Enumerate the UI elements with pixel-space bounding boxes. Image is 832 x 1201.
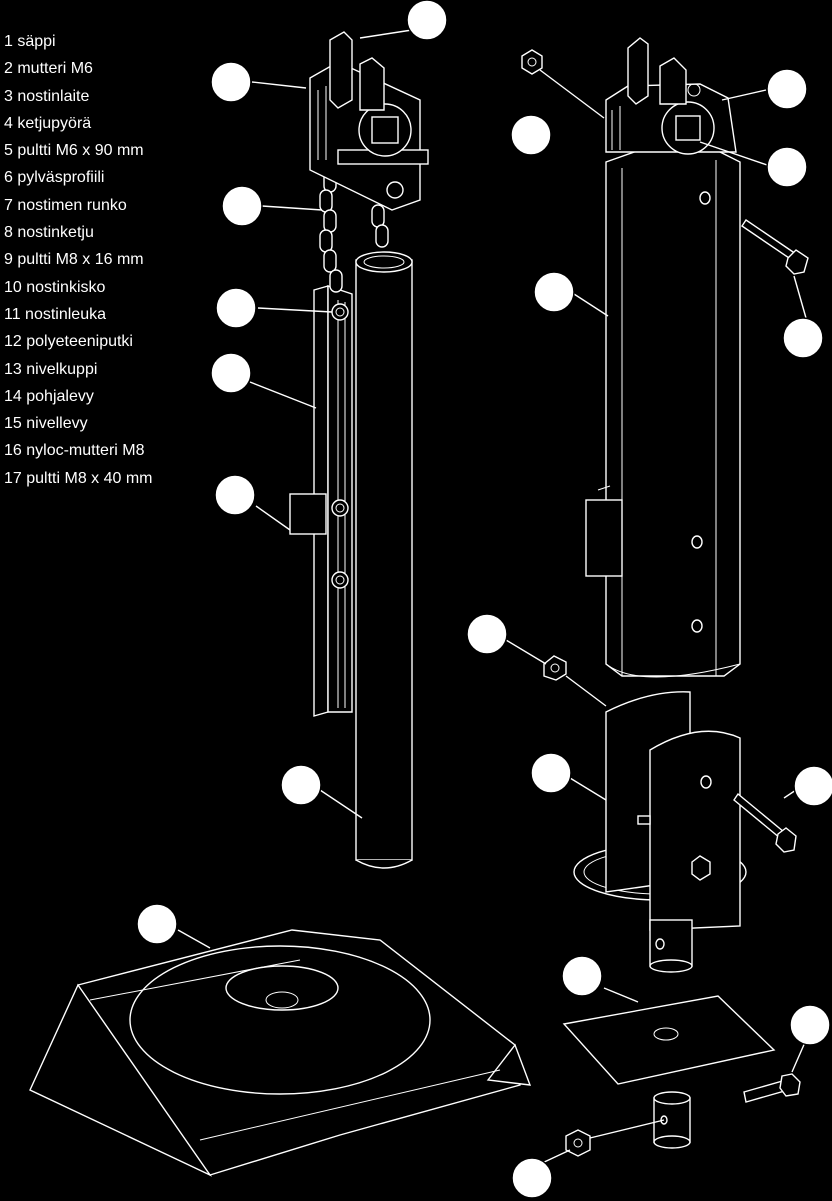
- legend-item: 6 pylväsprofiili: [4, 169, 105, 187]
- callout-bubble: [782, 317, 824, 359]
- hoist-on-post: [605, 37, 737, 155]
- lifting-jaw: [289, 493, 327, 535]
- callout-bubble: [766, 68, 808, 110]
- callout-bubbles: [136, 0, 832, 1199]
- nut-m6: [521, 49, 543, 75]
- callout-bubble: [530, 752, 572, 794]
- callout-bubble: [215, 287, 257, 329]
- callout-bubble: [221, 185, 263, 227]
- callout-bubble: [533, 271, 575, 313]
- nyloc-nut-m8-lower: [565, 1129, 591, 1157]
- bolt-m8-40-lower: [743, 1073, 801, 1103]
- callout-bubble: [406, 0, 448, 41]
- rail-bolt: [331, 303, 349, 321]
- rail-bolt: [331, 571, 349, 589]
- base-plate: [29, 929, 532, 1177]
- parts-legend: 1 säppi 2 mutteri M6 3 nostinlaite 4 ket…: [4, 28, 153, 492]
- legend-item: 7 nostimen runko: [4, 196, 127, 214]
- legend-item: 9 pultti M8 x 16 mm: [4, 251, 144, 269]
- legend-item: 4 ketjupyörä: [4, 114, 92, 132]
- callout-bubble: [210, 61, 252, 103]
- pivot-plate: [562, 995, 776, 1085]
- hoist-frame: [309, 31, 429, 211]
- bolt-m8-40: [733, 792, 797, 853]
- callout-bubble: [766, 146, 808, 188]
- callout-bubble: [793, 765, 832, 807]
- joint-plate-inner: [649, 730, 741, 931]
- callout-bubble: [510, 114, 552, 156]
- callout-bubble: [511, 1157, 553, 1199]
- callout-bubble: [466, 613, 508, 655]
- legend-item: 10 nostinkisko: [4, 278, 106, 296]
- legend-item: 16 nyloc-mutteri M8: [4, 442, 145, 460]
- legend-item: 11 nostinleuka: [4, 305, 106, 323]
- legend-item: 12 polyeteeniputki: [4, 333, 133, 351]
- legend-item: 15 nivellevy: [4, 415, 88, 433]
- legend-item: 2 mutteri M6: [4, 60, 93, 78]
- legend-item: 3 nostinlaite: [4, 87, 90, 105]
- post-profile: [585, 149, 741, 678]
- leader-lines: [177, 29, 807, 1165]
- callout-bubble: [210, 352, 252, 394]
- callout-bubble: [789, 1004, 831, 1046]
- legend-item: 17 pultti M8 x 40 mm: [4, 469, 153, 487]
- legend-item: 13 nivelkuppi: [4, 360, 98, 378]
- callout-bubble: [280, 764, 322, 806]
- legend-item: 8 nostinketju: [4, 224, 94, 242]
- right-assembly: [521, 37, 809, 678]
- joint-cup-assembly: [543, 655, 801, 1157]
- callout-bubble: [214, 474, 256, 516]
- nyloc-nut-m8: [543, 655, 567, 681]
- callout-bubble: [561, 955, 603, 997]
- legend-item: 14 pohjalevy: [4, 387, 94, 405]
- legend-item: 5 pultti M6 x 90 mm: [4, 142, 144, 160]
- left-assembly: [289, 31, 429, 869]
- bolt-m6-90: [741, 219, 809, 275]
- polyethylene-tube: [355, 251, 413, 869]
- legend-item: 1 säppi: [4, 33, 56, 50]
- callout-bubble: [136, 903, 178, 945]
- rail-bolt: [331, 499, 349, 517]
